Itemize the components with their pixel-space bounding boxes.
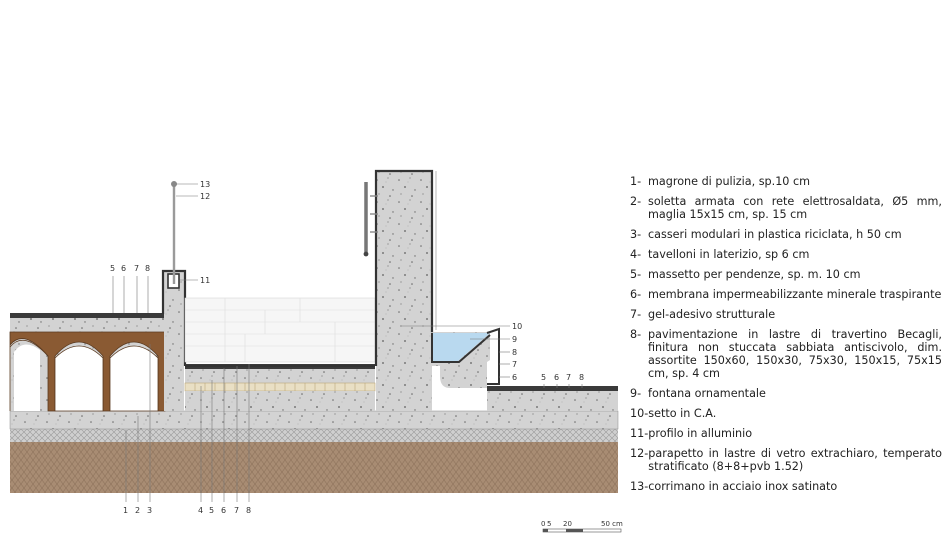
tall-wall [363,169,490,411]
legend-item: 12-parapetto in lastre di vetro extrachi… [630,447,942,473]
callout-bottom-2: 2 [135,506,140,515]
right-screed [487,390,618,411]
left-wall-concrete [164,272,184,411]
pit-tiles [184,382,376,392]
legend-item: 3- casseri modulari in plastica riciclata… [630,228,942,241]
legend-item-text: pavimentazione in lastre di travertino B… [648,328,942,380]
legend-item-number: 1- [630,175,642,188]
left-paving [10,313,166,318]
legend-item-text: corrimano in acciaio inox satinato [648,480,838,493]
legend-item: 7- gel-adesivo strutturale [630,308,942,321]
wall-rungs [363,182,378,257]
legend-item-text: soletta armata con rete elettrosaldata, … [648,195,942,221]
scale-bar: 0 5 20 50 cm [541,520,623,533]
legend-item-number: 7- [630,308,642,321]
callout-fountain-7: 7 [512,360,517,369]
callout-bottom-1: 1 [123,506,128,515]
scale-label-20: 20 [563,520,572,528]
callout-numbers: 13 12 11 5 6 7 8 10 9 8 7 6 5 6 7 8 1 2 … [110,180,584,515]
pit-backdrop-wall [184,297,376,363]
legend-item-number: 3- [630,228,642,241]
legend-item: 1- magrone di pulizia, sp.10 cm [630,175,942,188]
callout-left-5: 5 [110,264,115,273]
lean-concrete-layer [10,429,618,442]
callout-13: 13 [200,180,210,189]
legend-item-text: casseri modulari in plastica riciclata, … [648,228,902,241]
callout-11: 11 [200,276,210,285]
legend-item: 6- membrana impermeabilizzante minerale t… [630,288,942,301]
left-terrace [9,313,166,412]
callout-right-7: 7 [566,373,571,382]
legend-item: 10-setto in C.A. [630,407,942,420]
callout-left-6: 6 [121,264,126,273]
legend-item-number: 4- [630,248,642,261]
legend-item-text: fontana ornamentale [648,387,766,400]
callout-right-5: 5 [541,373,546,382]
soil-layer [10,442,618,493]
right-terrace [487,386,618,411]
legend-item: 11-profilo in alluminio [630,427,942,440]
glass-railing [171,181,177,284]
legend-item-number: 12- [630,447,649,460]
central-pit [184,297,376,411]
legend-item-text: parapetto in lastre di vetro extrachiaro… [648,447,942,473]
legend-item: 2- soletta armata con rete elettrosaldata… [630,195,942,221]
reinforced-slab [9,410,619,430]
callout-bottom-3: 3 [147,506,152,515]
handrail [171,181,177,187]
legend-item-number: 6- [630,288,642,301]
callout-fountain-10: 10 [512,322,522,331]
callout-left-8: 8 [145,264,150,273]
scale-label-0: 0 [541,520,545,528]
callout-bottom-4: 4 [198,506,203,515]
legend-item-number: 9- [630,387,642,400]
scale-label-50: 50 cm [601,520,623,528]
legend-item: 13-corrimano in acciaio inox satinato [630,480,942,493]
legend-item: 5- massetto per pendenze, sp. m. 10 cm [630,268,942,281]
legend-item-text: gel-adesivo strutturale [648,308,776,321]
callout-right-6: 6 [554,373,559,382]
legend-item-number: 10- [630,407,649,420]
callout-right-8: 8 [579,373,584,382]
legend-item: 9- fontana ornamentale [630,387,942,400]
legend-item-text: tavelloni in laterizio, sp 6 cm [648,248,810,261]
ornamental-fountain [431,327,500,385]
callout-fountain-9: 9 [512,335,517,344]
callout-fountain-6: 6 [512,373,517,382]
legend-item-text: setto in C.A. [648,407,717,420]
right-paving [487,386,618,391]
callout-bottom-5: 5 [209,506,214,515]
legend-item-text: profilo in alluminio [648,427,753,440]
leader-lines [112,183,583,502]
pit-screed [185,369,375,383]
legend-item-number: 11- [630,427,649,440]
legend-item-text: membrana impermeabilizzante minerale tra… [648,288,942,301]
brick-arches [9,331,166,412]
callout-bottom-7: 7 [234,506,239,515]
legend-list: 1- magrone di pulizia, sp.10 cm 2- soletta … [630,175,942,500]
callout-12: 12 [200,192,210,201]
legend-item-number: 2- [630,195,642,208]
legend-item-number: 8- [630,328,642,341]
left-retaining-wall [161,269,187,411]
legend-item: 8- pavimentazione in lastre di travertino… [630,328,942,380]
callout-left-7: 7 [134,264,139,273]
ground-layers [9,410,619,493]
legend-item-text: massetto per pendenze, sp. m. 10 cm [648,268,861,281]
legend-item-number: 5- [630,268,642,281]
scale-label-5: 5 [547,520,551,528]
callout-bottom-6: 6 [221,506,226,515]
callout-bottom-8: 8 [246,506,251,515]
callout-fountain-8: 8 [512,348,517,357]
legend-item: 4- tavelloni in laterizio, sp 6 cm [630,248,942,261]
legend-item-number: 13- [630,480,649,493]
pit-formwork [185,391,375,411]
legend-item-text: magrone di pulizia, sp.10 cm [648,175,811,188]
